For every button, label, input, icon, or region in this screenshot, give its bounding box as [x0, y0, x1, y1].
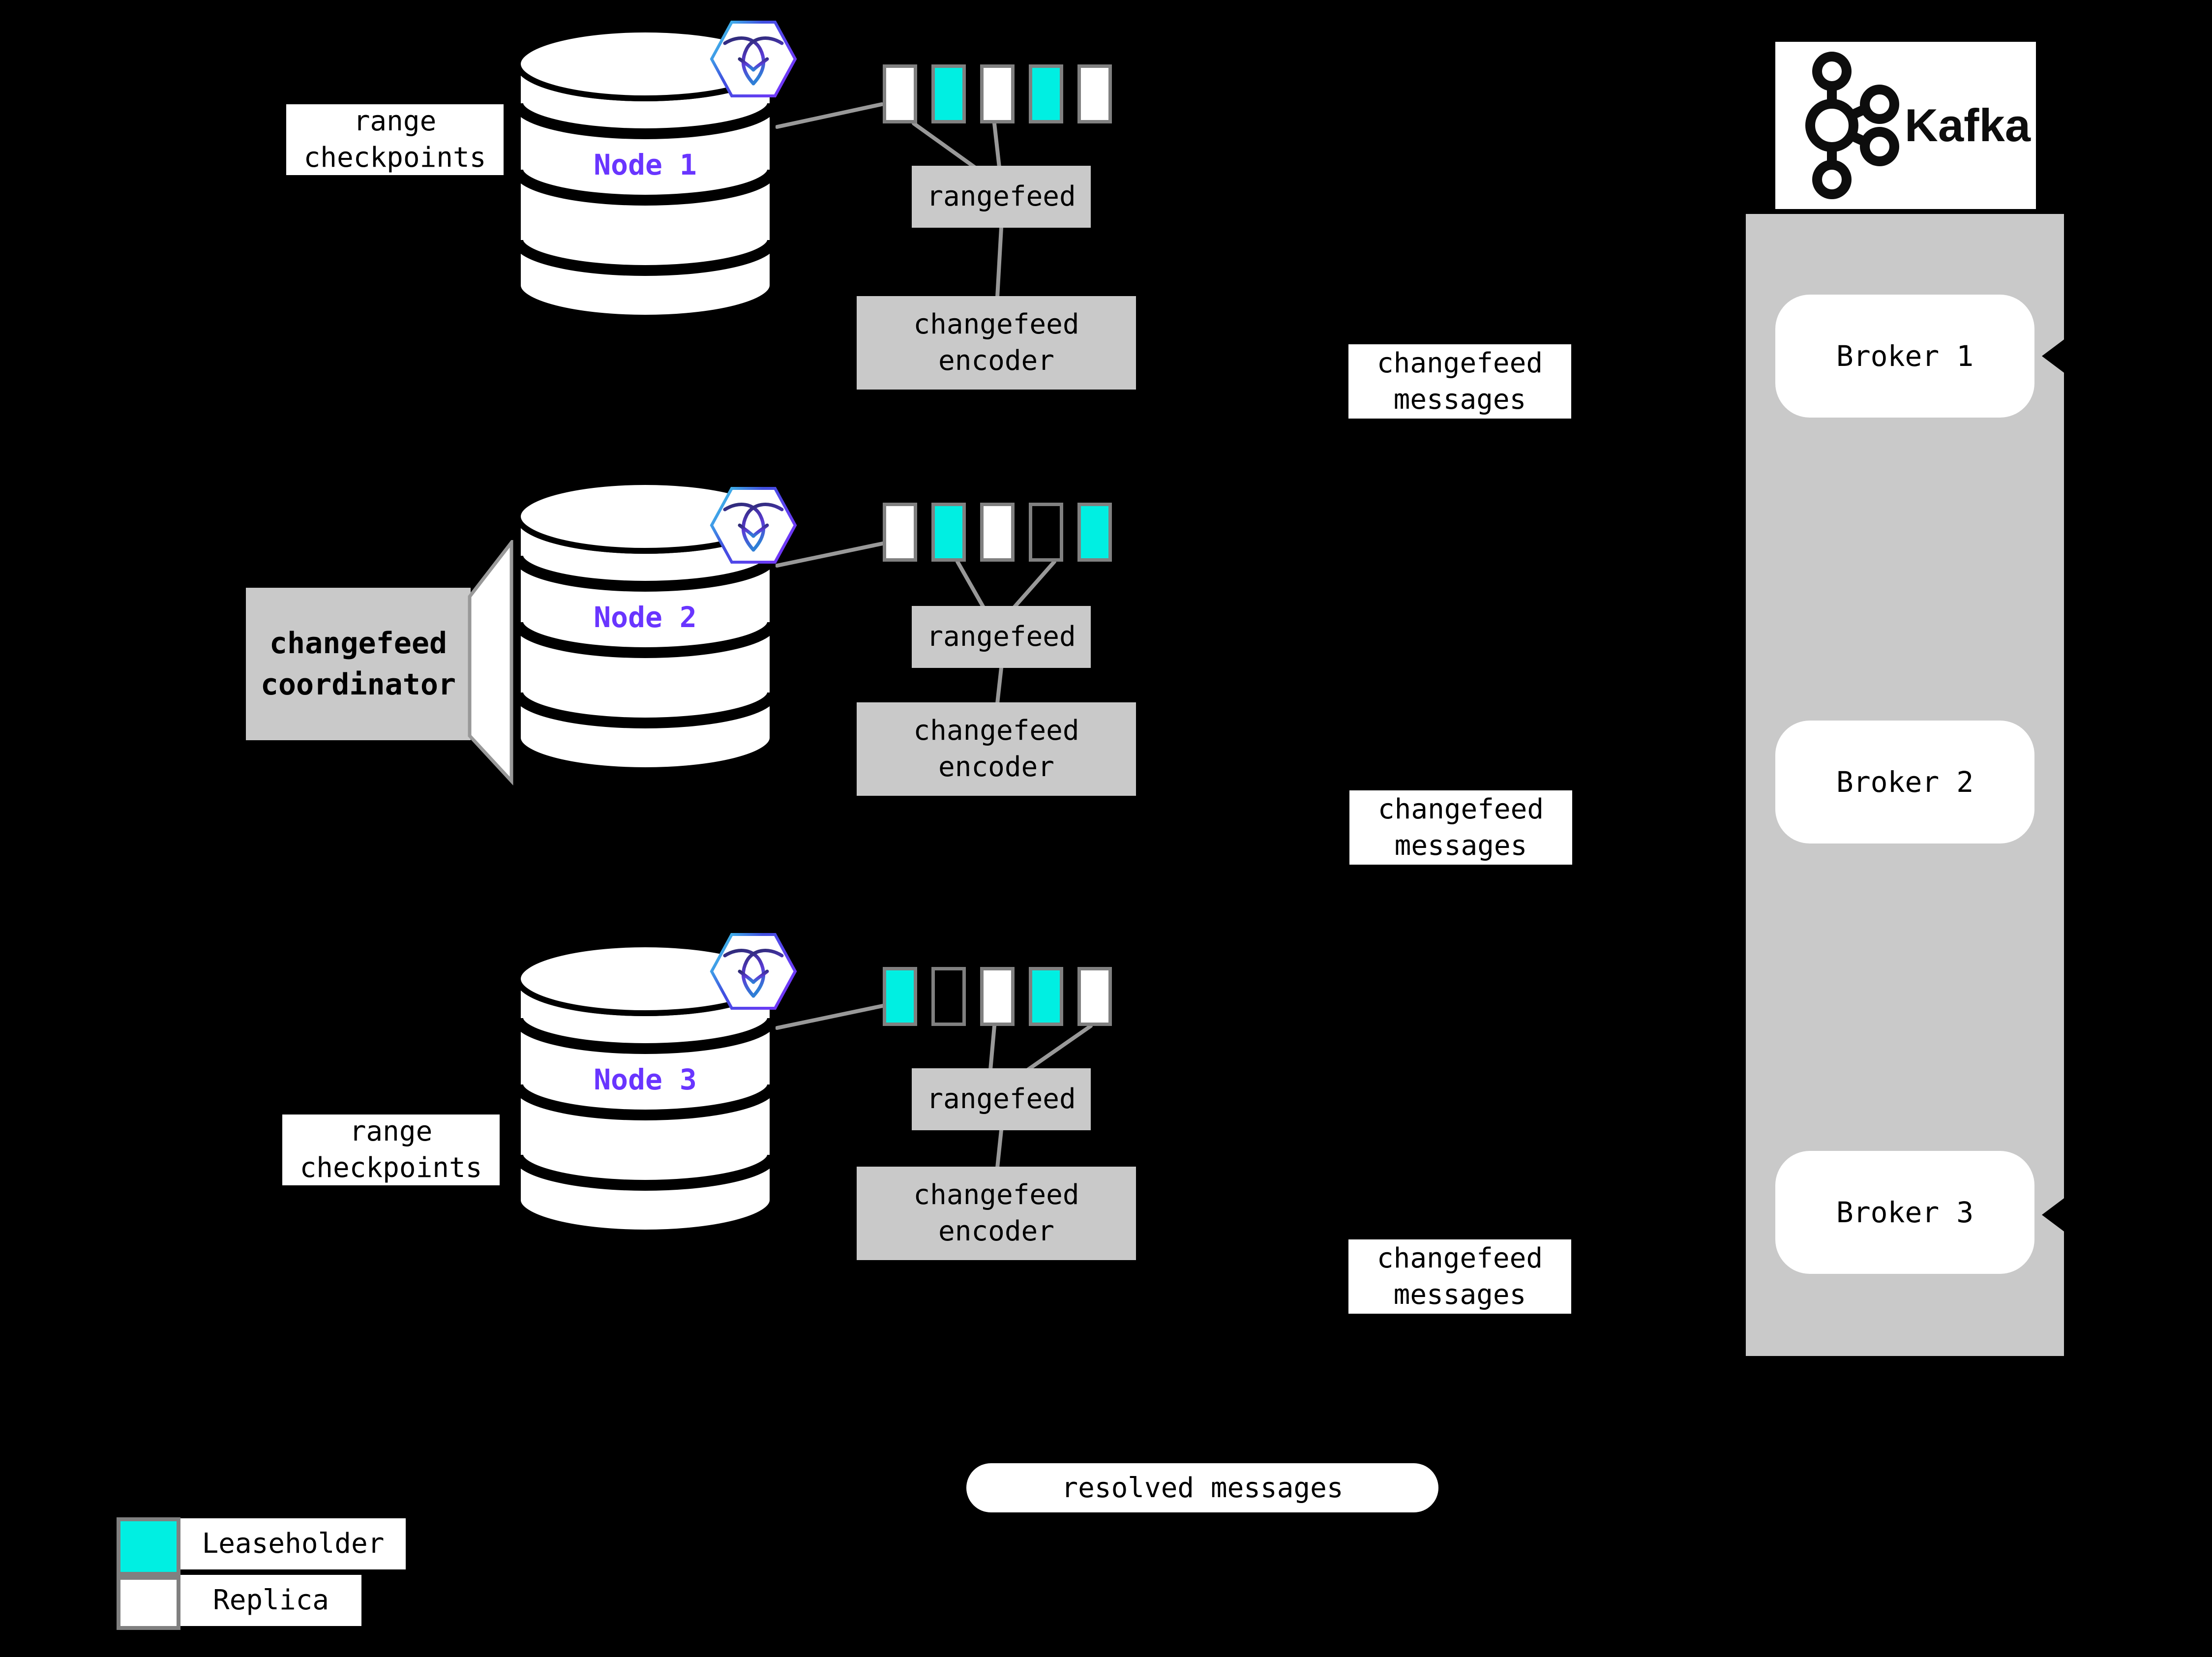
legend-leaseholder-label: Leaseholder [180, 1518, 406, 1569]
rangefeed-label: rangefeed [927, 621, 1076, 653]
rangefeed-label: rangefeed [927, 181, 1076, 212]
range-rect [883, 967, 917, 1026]
resolved-messages-label: resolved messages [1061, 1472, 1344, 1504]
changefeed-coordinator-box: changefeed coordinator [246, 588, 471, 740]
broker-label: Broker 1 [1836, 339, 1974, 373]
database-cylinder-icon [515, 27, 776, 321]
broker-label: Broker 3 [1836, 1196, 1974, 1229]
encoder-line: encoder [938, 751, 1054, 783]
kafka-brand-text: Kafka [1904, 99, 2031, 151]
cockroachdb-hexagon-icon [710, 933, 797, 1010]
database-cylinder-icon [515, 941, 776, 1235]
label-line: changefeed [1376, 1242, 1543, 1274]
resolved-messages-pill: resolved messages [966, 1463, 1438, 1512]
legend-replica-label: Replica [180, 1575, 361, 1626]
node3-title: Node 3 [594, 1063, 697, 1096]
broker-2-box: Broker 2 [1775, 721, 2034, 844]
cockroachdb-hexagon-icon [710, 21, 797, 97]
label-line: messages [1393, 1278, 1526, 1311]
range-rect [931, 967, 966, 1026]
label-line: checkpoints [299, 1152, 482, 1184]
label-line: checkpoints [303, 142, 486, 174]
coordinator-line: changefeed [269, 626, 448, 661]
label-line: changefeed [1376, 347, 1543, 379]
arrowhead-icon [2042, 1197, 2065, 1233]
label-line: range [349, 1115, 433, 1147]
encoder-line: changefeed [913, 308, 1079, 340]
range-rect [883, 64, 917, 123]
arrowhead-icon [2042, 338, 2065, 374]
coordinator-flag-shape [468, 540, 513, 785]
range-rect [1029, 503, 1063, 562]
encoder-line: encoder [938, 1215, 1054, 1247]
rangefeed-box-node1: rangefeed [912, 166, 1091, 228]
broker-label: Broker 2 [1836, 765, 1974, 799]
label-line: messages [1394, 829, 1527, 862]
encoder-line: encoder [938, 345, 1054, 377]
range-rect [883, 503, 917, 562]
coordinator-line: coordinator [260, 667, 456, 702]
rangefeed-box-node3: rangefeed [912, 1068, 1091, 1130]
rangefeed-label: rangefeed [927, 1083, 1076, 1115]
range-rect [1077, 967, 1112, 1026]
legend-label-text: Replica [212, 1584, 329, 1616]
label-line: messages [1393, 383, 1526, 416]
legend-replica-swatch [117, 1576, 180, 1630]
range-checkpoints-label-node1: range checkpoints [286, 104, 504, 175]
range-rect [1077, 64, 1112, 123]
encoder-line: changefeed [913, 715, 1079, 747]
kafka-logo-icon [1805, 52, 1899, 199]
changefeed-encoder-box-node3: changefeed encoder [857, 1167, 1136, 1260]
legend-leaseholder-swatch [117, 1517, 180, 1576]
label-line: changefeed [1377, 793, 1544, 825]
rangefeed-box-node2: rangefeed [912, 606, 1091, 668]
broker-3-box: Broker 3 [1775, 1151, 2034, 1274]
broker-1-box: Broker 1 [1775, 295, 2034, 418]
range-rect [1029, 967, 1063, 1026]
range-rect [1077, 503, 1112, 562]
node2-title: Node 2 [594, 601, 697, 634]
node1-title: Node 1 [594, 148, 697, 181]
range-rect [980, 967, 1015, 1026]
changefeed-encoder-box-node1: changefeed encoder [857, 296, 1136, 390]
changefeed-encoder-box-node2: changefeed encoder [857, 702, 1136, 796]
range-rect [1029, 64, 1063, 123]
label-line: range [353, 105, 437, 137]
changefeed-messages-label-1: changefeed messages [1348, 344, 1571, 419]
range-rect [931, 64, 966, 123]
range-rect [980, 503, 1015, 562]
encoder-line: changefeed [913, 1179, 1079, 1211]
range-rect [980, 64, 1015, 123]
legend-label-text: Leaseholder [202, 1528, 385, 1560]
database-cylinder-icon [515, 479, 776, 773]
range-checkpoints-label-node3: range checkpoints [282, 1115, 500, 1185]
changefeed-messages-label-2: changefeed messages [1349, 790, 1572, 865]
changefeed-messages-label-3: changefeed messages [1348, 1239, 1571, 1314]
cockroachdb-hexagon-icon [710, 487, 797, 564]
range-rect [931, 503, 966, 562]
